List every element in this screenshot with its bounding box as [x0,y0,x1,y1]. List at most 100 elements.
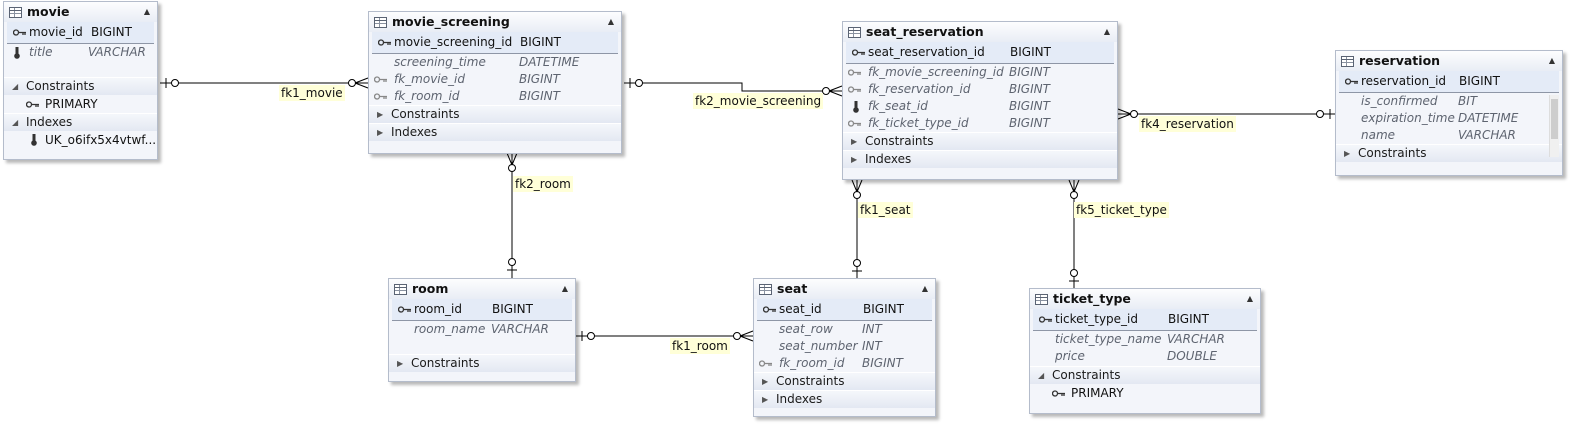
column-row[interactable]: is_confirmed BIT [1336,93,1562,110]
collapse-icon[interactable]: ▲ [1246,294,1253,303]
table-movie-screening[interactable]: movie_screening ▲ movie_screening_id BIG… [368,11,622,154]
table-seat-reservation[interactable]: seat_reservation ▲ seat_reservation_id B… [842,21,1118,180]
collapse-icon[interactable]: ▲ [921,284,928,293]
column-row[interactable]: seat_number INT [754,338,935,355]
index-item[interactable]: UK_o6ifx5x4vtwf... [4,131,157,149]
column-type: BIGINT [863,302,904,316]
expand-icon[interactable]: ▶ [377,128,384,137]
column-row[interactable]: name VARCHAR [1336,127,1562,144]
section-label: Constraints [26,79,95,93]
column-row[interactable]: title VARCHAR [4,44,157,61]
expand-icon[interactable]: ▶ [762,377,769,386]
expand-icon[interactable]: ▶ [397,359,404,368]
table-ticket-type[interactable]: ticket_type ▲ ticket_type_id BIGINT tick… [1029,288,1261,414]
collapse-icon[interactable]: ◢ [12,82,19,91]
column-row[interactable]: fk_room_id BIGINT [754,355,935,372]
table-header[interactable]: movie_screening ▲ [369,12,621,32]
primary-key-row[interactable]: seat_reservation_id BIGINT [846,42,1114,64]
table-movie[interactable]: movie ▲ movie_id BIGINT title VARCHAR ◢ … [3,1,158,160]
link-fk1-movie[interactable] [160,77,369,89]
column-row[interactable]: expiration_time DATETIME [1336,110,1562,127]
collapse-icon[interactable]: ▲ [143,7,150,16]
expand-icon[interactable]: ▶ [762,395,769,404]
link-fk1-seat[interactable] [851,179,863,278]
table-title: seat [777,281,808,296]
column-row[interactable]: price DOUBLE [1030,348,1260,365]
table-header[interactable]: movie ▲ [4,2,157,22]
column-type: VARCHAR [491,322,549,336]
column-row[interactable]: fk_ticket_type_id BIGINT [843,115,1117,132]
primary-key-row[interactable]: movie_id BIGINT [7,22,154,44]
key-icon [398,306,411,313]
table-header[interactable]: seat ▲ [754,279,935,299]
table-header[interactable]: seat_reservation ▲ [843,22,1117,42]
column-row[interactable]: fk_movie_id BIGINT [369,71,621,88]
vertical-scrollbar[interactable] [1549,95,1559,157]
table-room[interactable]: room ▲ room_id BIGINT room_name VARCHAR … [388,278,576,382]
indexes-section[interactable]: ◢ Indexes [4,113,157,131]
primary-key-row[interactable]: reservation_id BIGINT [1339,71,1559,93]
column-row[interactable]: seat_row INT [754,321,935,338]
collapse-icon[interactable]: ◢ [1038,371,1045,380]
primary-key-row[interactable]: seat_id BIGINT [757,299,932,321]
column-row[interactable]: fk_room_id BIGINT [369,88,621,105]
table-seat[interactable]: seat ▲ seat_id BIGINT seat_row INT seat_… [753,278,936,417]
column-row[interactable]: screening_time DATETIME [369,54,621,71]
section-label: Constraints [411,356,480,370]
constraints-section[interactable]: ▶ Constraints [389,354,575,372]
constraints-section[interactable]: ▶ Constraints [754,372,935,390]
fk1-room-label: fk1_room [670,338,730,354]
collapse-icon[interactable]: ▲ [607,17,614,26]
link-fk4-reservation[interactable] [1117,108,1335,120]
column-type: BIGINT [1009,65,1050,79]
constraints-section[interactable]: ◢ Constraints [1030,366,1260,384]
table-header[interactable]: ticket_type ▲ [1030,289,1260,309]
link-fk1-room[interactable] [576,330,754,342]
section-label: Constraints [776,374,845,388]
table-icon [848,27,861,38]
collapse-icon[interactable]: ◢ [12,118,19,127]
column-row[interactable]: room_name VARCHAR [389,321,575,338]
primary-key-row[interactable]: ticket_type_id BIGINT [1033,309,1257,331]
constraints-section[interactable]: ▶ Constraints [369,105,621,123]
indexes-section[interactable]: ▶ Indexes [754,390,935,408]
expand-icon[interactable]: ▶ [851,155,858,164]
thermometer-icon [853,101,859,113]
constraints-section[interactable]: ▶ Constraints [1336,144,1562,162]
table-header[interactable]: reservation ▲ [1336,51,1562,71]
indexes-section[interactable]: ▶ Indexes [369,123,621,141]
column-row[interactable]: ticket_type_name VARCHAR [1030,331,1260,348]
constraint-name: PRIMARY [45,97,98,111]
primary-key-row[interactable]: room_id BIGINT [392,299,572,321]
collapse-icon[interactable]: ▲ [561,284,568,293]
column-row[interactable]: fk_movie_screening_id BIGINT [843,64,1117,81]
constraint-item[interactable]: PRIMARY [1030,384,1260,402]
column-type: BIGINT [1459,74,1500,88]
section-label: Indexes [26,115,73,129]
expand-icon[interactable]: ▶ [377,110,384,119]
link-fk5-ticket-type[interactable] [1068,179,1080,288]
constraints-section[interactable]: ◢ Constraints [4,77,157,95]
index-name: UK_o6ifx5x4vtwf... [45,133,157,147]
constraint-item[interactable]: PRIMARY [4,95,157,113]
section-label: Constraints [1358,146,1427,160]
column-row[interactable]: fk_seat_id BIGINT [843,98,1117,115]
indexes-section[interactable]: ▶ Indexes [843,150,1117,168]
link-fk2-movie-screening[interactable] [624,78,843,97]
constraint-name: PRIMARY [1071,386,1124,400]
table-header[interactable]: room ▲ [389,279,575,299]
collapse-icon[interactable]: ▲ [1548,56,1555,65]
column-row[interactable]: fk_reservation_id BIGINT [843,81,1117,98]
expand-icon[interactable]: ▶ [851,137,858,146]
column-name: room_name [414,322,486,336]
expand-icon[interactable]: ▶ [1344,149,1351,158]
column-type: DATETIME [519,55,580,69]
table-reservation[interactable]: reservation ▲ reservation_id BIGINT is_c… [1335,50,1563,176]
link-fk2-room[interactable] [506,152,518,278]
primary-key-row[interactable]: movie_screening_id BIGINT [372,32,618,54]
scrollbar-thumb[interactable] [1551,99,1558,139]
column-name: name [1361,128,1396,142]
constraints-section[interactable]: ▶ Constraints [843,132,1117,150]
collapse-icon[interactable]: ▲ [1103,27,1110,36]
